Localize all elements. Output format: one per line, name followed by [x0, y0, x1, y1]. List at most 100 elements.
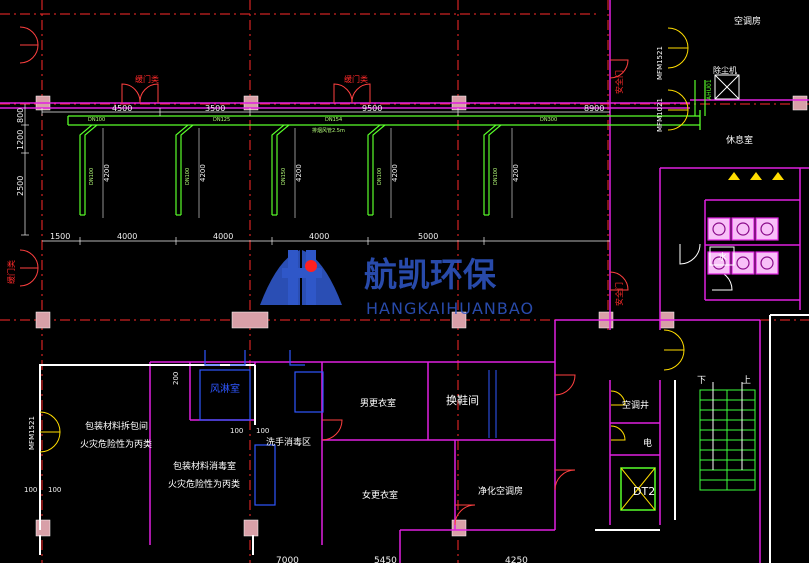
svg-text:除尘机: 除尘机 — [713, 65, 737, 75]
sink-units — [707, 217, 779, 275]
svg-text:3500: 3500 — [205, 104, 225, 113]
svg-text:DN100: DN100 — [377, 168, 383, 185]
air-shower — [199, 350, 324, 506]
branch-dimension-text: 4200 4200 4200 4200 4200 — [103, 164, 520, 182]
svg-text:水: 水 — [718, 251, 727, 263]
water-box — [709, 246, 735, 266]
svg-text:火灾危险性为丙类: 火灾危险性为丙类 — [168, 478, 240, 490]
svg-text:包装材料拆包间: 包装材料拆包间 — [85, 420, 148, 432]
svg-text:电: 电 — [643, 437, 652, 449]
walls-white — [39, 314, 809, 563]
bottom-axis-text: 7000 5450 4250 — [276, 556, 528, 563]
svg-text:下: 下 — [697, 376, 706, 386]
door-code-labels: MFM1521 MFM1021 MFM1521 — [28, 46, 664, 450]
svg-text:4500: 4500 — [112, 104, 132, 113]
svg-text:4000: 4000 — [117, 232, 137, 241]
bottom-dimension-line — [42, 237, 610, 245]
svg-text:包装材料消毒室: 包装材料消毒室 — [173, 460, 236, 472]
svg-text:MFM1521: MFM1521 — [28, 416, 36, 450]
air-shower-label: 风淋室 — [210, 382, 240, 395]
svg-text:100: 100 — [24, 486, 37, 494]
room-labels-red: 缓门类 缓门类 缓门类 安全门 安全门 — [6, 70, 624, 306]
svg-text:空调房: 空调房 — [734, 15, 761, 27]
svg-text:DN100: DN100 — [493, 168, 499, 185]
branch-dimension-lines — [102, 128, 513, 218]
svg-text:DN100: DN100 — [89, 168, 95, 185]
duct-riser — [694, 80, 706, 116]
svg-text:空调井: 空调井 — [622, 399, 649, 411]
svg-text:休息室: 休息室 — [726, 134, 753, 146]
svg-text:DN150: DN150 — [281, 168, 287, 185]
svg-text:7000: 7000 — [276, 556, 299, 563]
svg-text:4000: 4000 — [213, 232, 233, 241]
room-labels-white: 空调房 除尘机 休息室 水 空调井 电 DT2 下 上 包装材料拆包间 火灾危险… — [80, 15, 761, 501]
svg-text:100: 100 — [230, 427, 243, 435]
svg-text:100: 100 — [48, 486, 61, 494]
svg-text:缓门类: 缓门类 — [135, 74, 159, 84]
svg-text:MFM1521: MFM1521 — [656, 46, 664, 80]
svg-text:DN125: DN125 — [213, 117, 230, 123]
svg-text:DT2: DT2 — [633, 485, 655, 498]
svg-text:排烟风管2.5m: 排烟风管2.5m — [312, 127, 345, 134]
svg-text:缓门类: 缓门类 — [6, 260, 16, 284]
misc-dimension-text: 200 100 100 100 100 — [24, 372, 269, 494]
svg-text:4200: 4200 — [512, 164, 520, 182]
svg-text:DN100: DN100 — [185, 168, 191, 185]
svg-text:9500: 9500 — [362, 104, 382, 113]
duct-main — [67, 110, 701, 130]
svg-text:1500: 1500 — [50, 232, 70, 241]
svg-text:1200: 1200 — [16, 130, 25, 150]
svg-text:4200: 4200 — [295, 164, 303, 182]
svg-text:DN300: DN300 — [540, 117, 557, 123]
elevator-cross — [620, 467, 656, 511]
svg-text:女更衣室: 女更衣室 — [362, 489, 398, 501]
svg-text:4200: 4200 — [103, 164, 111, 182]
svg-text:4200: 4200 — [199, 164, 207, 182]
svg-text:安全门: 安全门 — [614, 70, 624, 94]
sterilizer-lamps — [728, 172, 784, 180]
exhaust-fan-box — [714, 74, 740, 100]
ahu-code-label: AHU01 — [706, 79, 713, 100]
hangkai-logo-icon — [260, 250, 342, 305]
svg-text:上: 上 — [742, 375, 751, 386]
left-dimension-text: 800 1200 2500 — [16, 108, 25, 196]
svg-text:洗手消毒区: 洗手消毒区 — [266, 436, 311, 448]
watermark-pinyin: HANGKAIHUANBAO — [366, 299, 534, 318]
locker-rack — [488, 370, 497, 438]
svg-text:MFM1021: MFM1021 — [656, 98, 664, 132]
svg-text:DN154: DN154 — [325, 117, 342, 123]
stair-direction-arrows — [712, 382, 743, 470]
svg-text:4200: 4200 — [391, 164, 399, 182]
svg-text:换鞋间: 换鞋间 — [446, 393, 479, 407]
top-dimension-line — [41, 108, 610, 116]
duct-labels: DN100 DN125 DN154 DN300 排烟风管2.5m — [88, 117, 557, 134]
svg-text:男更衣室: 男更衣室 — [360, 397, 396, 409]
svg-text:8900: 8900 — [584, 104, 604, 113]
svg-text:5000: 5000 — [418, 232, 438, 241]
elevator-box — [620, 467, 656, 511]
watermark-chinese: 航凯环保 — [364, 255, 497, 294]
svg-text:缓门类: 缓门类 — [344, 74, 368, 84]
door-swings-red — [19, 26, 629, 526]
svg-text:安全门: 安全门 — [614, 282, 624, 306]
svg-text:4250: 4250 — [505, 556, 528, 563]
svg-text:2500: 2500 — [16, 176, 25, 196]
svg-text:200: 200 — [172, 372, 180, 385]
svg-text:DN100: DN100 — [88, 117, 105, 123]
svg-text:净化空调房: 净化空调房 — [478, 485, 523, 497]
svg-text:火灾危险性为丙类: 火灾危险性为丙类 — [80, 438, 152, 450]
branch-labels: DN100 DN100 DN150 DN100 DN100 — [89, 168, 499, 185]
svg-text:800: 800 — [16, 108, 25, 123]
top-dimension-text: 4500 3500 9500 8900 — [112, 104, 604, 113]
left-dimension-line — [21, 104, 29, 236]
duct-branches — [79, 124, 502, 216]
svg-text:100: 100 — [256, 427, 269, 435]
sink-basins — [712, 222, 774, 270]
door-swings-yellow — [39, 27, 689, 453]
svg-text:4000: 4000 — [309, 232, 329, 241]
svg-text:5450: 5450 — [374, 556, 397, 563]
stair-treads — [699, 389, 756, 491]
bottom-dimension-text: 1500 4000 4000 4000 5000 — [50, 232, 438, 241]
